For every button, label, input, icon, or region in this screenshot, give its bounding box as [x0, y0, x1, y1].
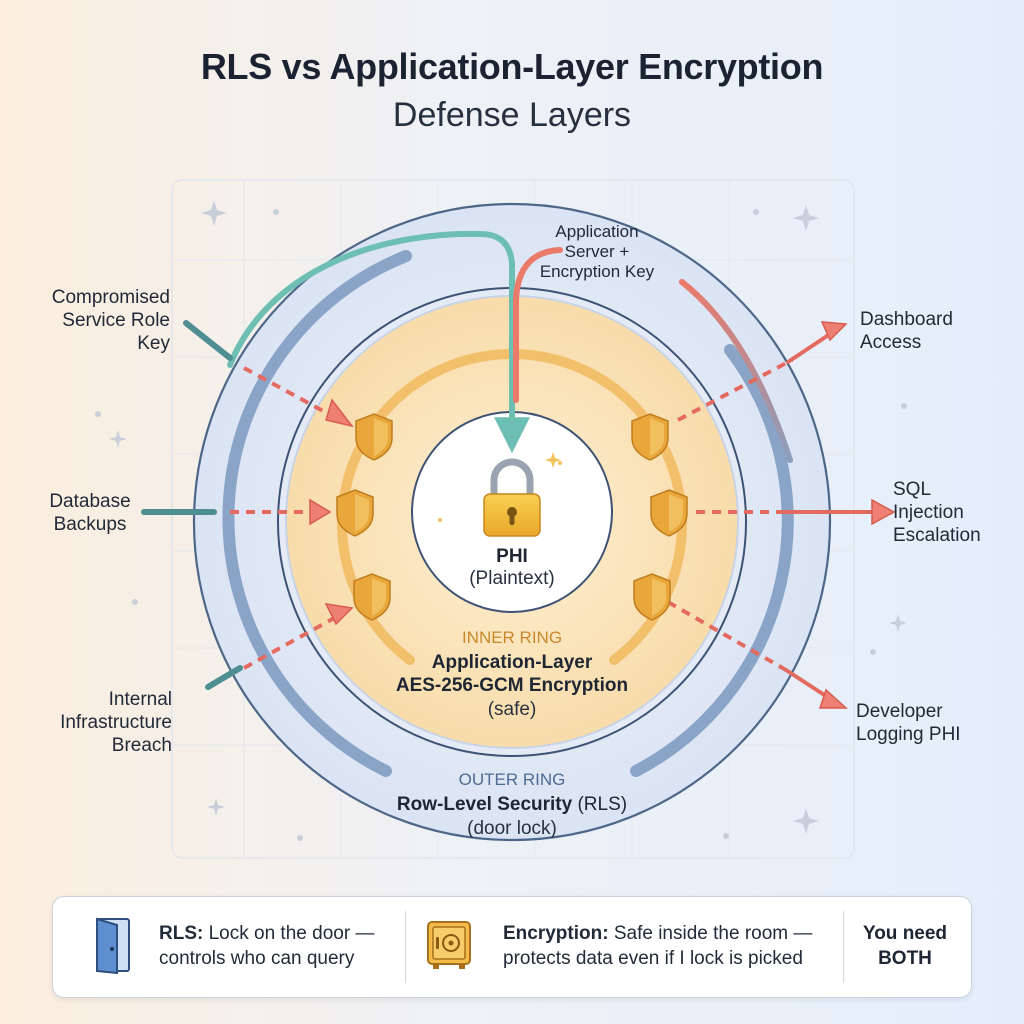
- inner-ring-note: (safe): [487, 699, 537, 720]
- outer-ring-name-bold: Row-Level Security: [396, 794, 573, 815]
- legend-rls-line2: controls who can query: [159, 948, 355, 969]
- shield-icon: [650, 489, 688, 537]
- shield-icon: [631, 413, 669, 461]
- legend-rls-text: RLS: Lock on the door — controls who can…: [159, 921, 439, 971]
- sparkle-icons: [95, 200, 907, 841]
- phi-label: PHI: [496, 546, 528, 567]
- page-subtitle: Defense Layers: [392, 96, 632, 134]
- threat-label-database-backups: Database Backups: [49, 491, 131, 535]
- sparkle-icon: [793, 808, 819, 834]
- threat-label-dashboard-access: Dashboard Access: [860, 309, 953, 353]
- shield-icon: [355, 413, 393, 461]
- legend-rls-line1: Lock on the door —: [203, 923, 375, 944]
- sparkle-icon: [889, 614, 907, 632]
- outer-ring-name-suffix: (RLS): [572, 794, 628, 815]
- threat-arrowhead: [309, 498, 332, 526]
- padlock-icon: [483, 458, 541, 537]
- legend-enc-bold: Encryption:: [503, 923, 609, 944]
- shield-icon: [336, 489, 374, 537]
- teal-data-path: [227, 231, 530, 454]
- legend-rls-bold: RLS:: [159, 923, 204, 944]
- outer-ring-tag: OUTER RING: [458, 770, 566, 789]
- threat-arrowhead: [325, 398, 354, 428]
- legend-divider: [405, 911, 406, 983]
- legend-need-both: You need BOTH: [862, 923, 948, 969]
- threat-label-developer-logging: Developer Logging PHI: [856, 701, 961, 745]
- legend-enc-line2: protects data even if I lock is picked: [503, 948, 803, 969]
- inner-ring-name-line2: AES-256-GCM Encryption: [395, 675, 629, 696]
- app-server-key-path-right: [679, 279, 793, 463]
- page-title: RLS vs Application-Layer Encryption: [200, 46, 824, 87]
- threat-path-infrastructure: [243, 614, 339, 670]
- threat-path-dashboard: [677, 358, 793, 422]
- inner-ring-name-line1: Application-Layer: [431, 652, 593, 673]
- outer-ring-name: Row-Level Security (RLS): [312, 794, 712, 816]
- threat-arrowhead: [818, 688, 848, 709]
- shield-icons: [336, 413, 688, 621]
- threat-path-compromised-key: [243, 366, 337, 420]
- door-icon: [96, 917, 130, 975]
- inner-ring-tag: INNER RING: [461, 628, 563, 647]
- threat-path-developer-logging: [667, 600, 787, 672]
- legend-divider: [843, 911, 844, 983]
- threat-arrowhead: [820, 321, 848, 342]
- threat-arrowhead: [871, 498, 896, 526]
- outer-ring-arc-right: [630, 344, 794, 777]
- outer-ring-note: (door lock): [467, 818, 557, 839]
- phi-sublabel: (Plaintext): [469, 568, 555, 589]
- sparkle-icon: [545, 452, 561, 468]
- threat-label-compromised-key: Compromised Service Role Key: [51, 287, 170, 354]
- sparkle-icon: [793, 205, 819, 231]
- shield-icon: [353, 573, 391, 621]
- threat-arrowhead: [324, 603, 354, 626]
- sparkle-icon: [109, 430, 127, 448]
- outer-ring-arc-left: [222, 250, 412, 777]
- threat-label-internal-breach: Internal Infrastructure Breach: [60, 689, 172, 756]
- legend-enc-line1: Safe inside the room —: [608, 923, 813, 944]
- legend-panel: RLS: Lock on the door — controls who can…: [52, 896, 972, 998]
- legend-encryption-text: Encryption: Safe inside the room — prote…: [503, 921, 853, 971]
- sparkle-icon: [207, 798, 225, 816]
- app-server-label: Application Server + Encryption Key: [539, 222, 655, 281]
- shield-icon: [633, 573, 671, 621]
- safe-icon: [427, 921, 471, 969]
- threat-label-sql-injection: SQL Injection Escalation: [893, 479, 981, 546]
- sparkle-icon: [201, 200, 227, 226]
- app-server-key-path: [513, 247, 563, 403]
